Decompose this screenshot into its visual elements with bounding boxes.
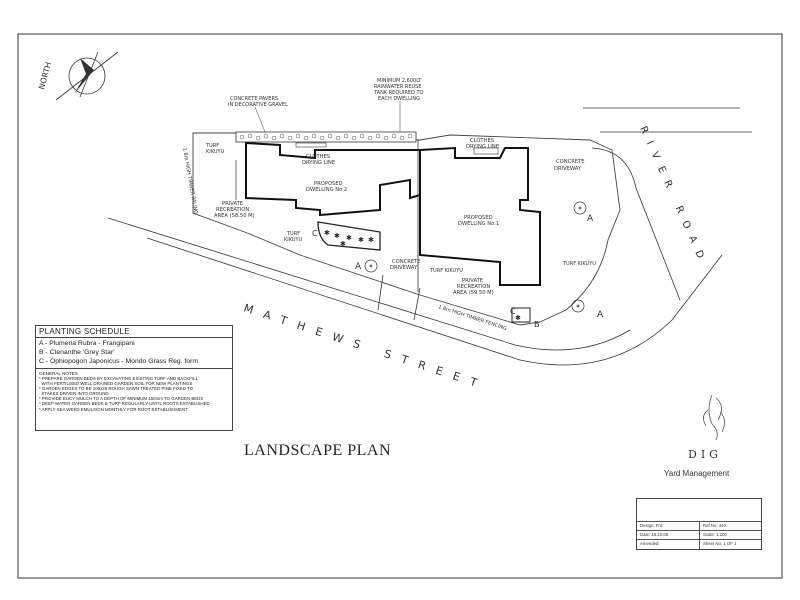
label-plant-b: B <box>534 320 540 329</box>
dwelling-2-footprint <box>245 141 421 217</box>
street-lines <box>107 107 752 366</box>
label-driveway-mid-2: DRIVEWAY <box>390 265 418 271</box>
label-fence-west: 1.8m HIGH TIMBER PALING <box>181 147 199 214</box>
label-turf-mid-2: KIKUYU <box>284 237 303 243</box>
label-clothes-left-2: DRYING LINE <box>302 160 335 166</box>
label-plant-a-1: A <box>355 262 362 272</box>
label-rec-left-1: PRIVATE <box>222 201 243 207</box>
svg-text:✱: ✱ <box>346 234 352 242</box>
label-clothes-right-1: CLOTHES <box>470 138 494 144</box>
label-river-road: RIVER ROAD <box>637 125 709 269</box>
label-turf-s: TURF KIKUYU <box>429 268 463 274</box>
label-turf-nw-2: KIKUYU <box>206 149 225 155</box>
date-label: Date: 15.10.06 <box>640 532 669 537</box>
general-note: * PREPARE GARDEN BEDS BY EXCAVATING EXIS… <box>39 376 199 381</box>
amended-label: Amended: <box>640 541 660 546</box>
label-tank-4: EACH DWELLING <box>378 96 420 102</box>
label-plant-a-2: A <box>587 214 594 224</box>
sheet-label: Sheet No: 1 OF 1 <box>703 541 737 546</box>
svg-text:✱: ✱ <box>358 236 364 244</box>
label-plant-c-1: C <box>510 307 516 316</box>
sheet-border <box>17 33 783 579</box>
label-clothes-left-1: CLOTHES <box>306 154 330 160</box>
title-block-divider <box>699 521 700 549</box>
label-rec-right-2: RECREATION <box>457 284 490 290</box>
brand-name: DIG <box>688 448 722 461</box>
label-driveway-right-1: CONCRETE <box>556 159 585 165</box>
schedule-title: PLANTING SCHEDULE <box>36 326 232 338</box>
schedule-plant-list: A - Plumeria Rubra - Frangipani B - Cten… <box>36 338 232 369</box>
gravel-pattern <box>239 133 413 141</box>
design-label: Design: Fnz <box>640 523 663 528</box>
schedule-plant-c: C - Ophiopogon Japonicus - Mondo Grass R… <box>39 358 199 365</box>
garden-bed-b <box>511 307 531 323</box>
clothes-line-left <box>295 142 327 148</box>
title-block: Design: Fnz Ref No: 440 Date: 15.10.06 S… <box>636 498 762 550</box>
north-arrow-icon <box>55 51 119 101</box>
general-note: * APPLY SEA WEED EMULSION MONTHLY FOR RO… <box>39 406 188 412</box>
label-rec-right-3: AREA (59.50 M) <box>453 290 494 296</box>
brand-subtitle: Yard Management <box>664 469 730 478</box>
scale-label: Scale: 1:200 <box>703 532 727 537</box>
label-tank-1: MINIMUM 2,600LT <box>377 78 422 84</box>
label-pavers-2: IN DECORATIVE GRAVEL <box>228 102 288 108</box>
svg-text:✱: ✱ <box>340 240 346 248</box>
label-turf-e: TURF KIKUYU <box>562 261 596 267</box>
general-note: * GARDEN EDGES TO BE 100x25 ROUGH SAWN T… <box>39 386 194 392</box>
garden-bed-c <box>317 221 381 251</box>
label-rec-right-1: PRIVATE <box>462 278 483 284</box>
general-note: STAKES DRIVEN INTO GROUND <box>39 391 109 397</box>
general-note: * DEEP WATER GARDEN BEDS & TURF REGULARL… <box>39 401 210 407</box>
label-rec-left-3: AREA (58.50 M) <box>214 213 255 219</box>
label-rec-left-2: RECREATION <box>216 207 249 213</box>
general-notes-title: GENERAL NOTES <box>39 371 78 376</box>
label-turf-mid-1: TURF <box>286 231 300 237</box>
plan-title: LANDSCAPE PLAN <box>244 442 392 459</box>
svg-text:✱: ✱ <box>324 229 330 237</box>
label-tank-3: TANK REQUIRED TO <box>373 90 424 96</box>
garden-bed-b-star: ✱ <box>515 314 521 322</box>
dwelling-1-footprint <box>419 146 541 286</box>
label-clothes-right-2: DRYING LINE <box>466 144 499 150</box>
svg-text:✱: ✱ <box>334 232 340 240</box>
general-note: WITH FERTILISED WELL DRAINED GARDEN SOIL… <box>39 381 193 387</box>
label-dwelling2-2: DWELLING No.2 <box>306 187 347 193</box>
label-dwelling1-1: PROPOSED <box>464 215 493 221</box>
label-mathews-street: MATHEWS STREET <box>242 301 489 392</box>
svg-text:✱: ✱ <box>368 236 374 244</box>
ref-label: Ref No: 440 <box>703 523 726 528</box>
label-plant-a-3: A <box>597 310 604 320</box>
north-label: NORTH <box>37 61 53 91</box>
label-dwelling1-2: DWELLING No.1 <box>458 221 499 227</box>
schedule-plant-b: B - Ctenanthe 'Grey Star' <box>39 349 115 356</box>
label-turf-nw-1: TURF <box>205 143 219 149</box>
label-driveway-mid-1: CONCRETE <box>392 259 421 265</box>
label-pavers-1: CONCRETE PAVERS <box>230 96 278 102</box>
dig-logo-icon <box>703 394 725 441</box>
planting-schedule: PLANTING SCHEDULE A - Plumeria Rubra - F… <box>35 325 233 431</box>
clothes-line-right <box>473 147 499 155</box>
garden-bed-stars: ✱✱✱ ✱✱✱ <box>324 229 374 248</box>
label-dwelling2-1: PROPOSED <box>314 181 343 187</box>
label-driveway-right-2: DRIVEWAY <box>554 166 582 172</box>
paver-strip <box>235 131 417 143</box>
tree-a-icons <box>364 201 587 313</box>
label-tank-2: RAINWATER REUSE <box>374 84 422 90</box>
schedule-plant-a: A - Plumeria Rubra - Frangipani <box>39 340 135 347</box>
label-plant-c-2: C <box>312 229 318 238</box>
lot-boundary <box>192 132 621 326</box>
general-note: * PROVIDE EUCY MULCH TO A DEPTH OF MINIM… <box>39 396 204 402</box>
